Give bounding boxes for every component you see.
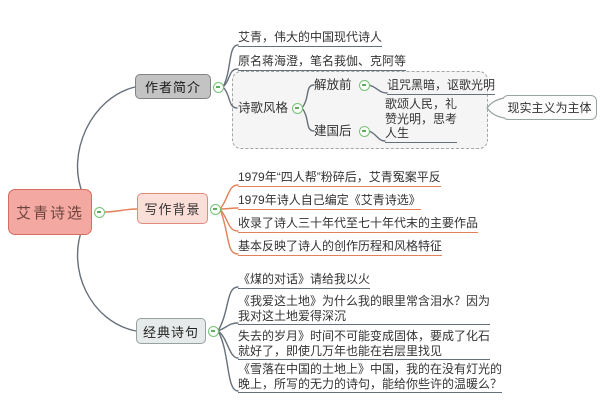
style-post-node[interactable]: 建国后: [314, 123, 352, 138]
branch-verses-node[interactable]: 经典诗句: [136, 318, 206, 344]
background-item-3[interactable]: 收录了诗人三十年代至七十年代末的主要作品: [238, 216, 479, 233]
branch-author-label: 作者简介: [144, 80, 201, 95]
background-item-1[interactable]: 1979年“四人帮”粉碎后，艾青冤案平反: [238, 170, 441, 187]
verse-item-4[interactable]: 《雪落在中国的土地上》中国，我的在没有灯光的 晚上，所写的无力的诗句，能给你些许…: [238, 362, 503, 393]
background-collapse-minus-icon[interactable]: [209, 203, 221, 215]
branch-background-node[interactable]: 写作背景: [137, 193, 208, 224]
style-pre-node[interactable]: 解放前: [314, 77, 352, 92]
style-post-collapse-minus-icon[interactable]: [358, 125, 370, 137]
root-collapse-minus-icon[interactable]: [93, 206, 105, 218]
author-collapse-minus-icon[interactable]: [212, 81, 224, 93]
branch-verses-label: 经典诗句: [142, 324, 199, 340]
verse-item-1[interactable]: 《煤的对话》请给我以火: [238, 272, 371, 289]
verse-item-2[interactable]: 《我爱这土地》为什么我的眼里常含泪水？因为 我对这土地爱得深沉: [238, 294, 491, 325]
branch-background-label: 写作背景: [144, 202, 201, 217]
background-item-4[interactable]: 基本反映了诗人的创作历程和风格特征: [238, 239, 443, 256]
verses-collapse-minus-icon[interactable]: [207, 325, 219, 337]
root-node-label: 艾青诗选: [15, 204, 84, 222]
background-item-2[interactable]: 1979年诗人自己编定《艾青诗选》: [238, 193, 421, 210]
style-post-desc-node[interactable]: 歌颂人民，礼 赞光明，思考 人生: [385, 97, 458, 143]
style-pre-collapse-minus-icon[interactable]: [358, 79, 370, 91]
author-item-1[interactable]: 艾青，伟大的中国现代诗人: [238, 30, 383, 47]
style-node[interactable]: 诗歌风格: [238, 100, 289, 115]
style-collapse-minus-icon[interactable]: [291, 102, 303, 114]
style-pre-desc-node[interactable]: 诅咒黑暗，讴歌光明: [387, 78, 496, 95]
branch-author-node[interactable]: 作者简介: [135, 74, 211, 99]
author-item-2[interactable]: 原名蒋海澄，笔名莪伽、克阿等: [238, 54, 407, 71]
realism-callout[interactable]: 现实主义为主体: [502, 95, 597, 120]
root-node[interactable]: 艾青诗选: [8, 189, 92, 235]
verse-item-3[interactable]: 失去的岁月》时间不可能变成固体，要成了化石 就好了，即使几万年也能在岩层里找见: [238, 329, 491, 360]
realism-callout-label: 现实主义为主体: [507, 101, 592, 115]
